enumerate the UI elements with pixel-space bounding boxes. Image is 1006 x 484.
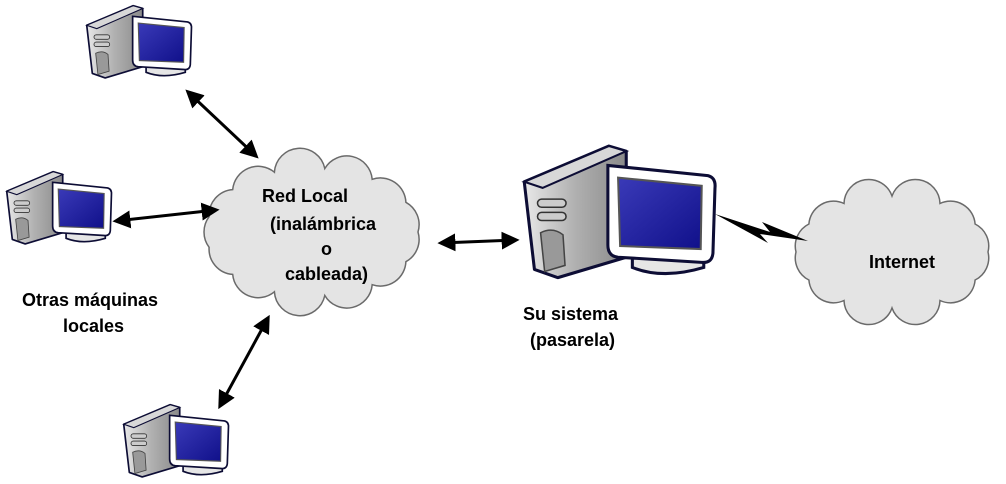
arrow-bottom-computer (218, 314, 270, 410)
local-label-line-3: o (321, 239, 332, 259)
internet-cloud (794, 178, 990, 326)
arrow-gateway (437, 231, 520, 252)
local-computer-bottom-icon (122, 403, 230, 478)
local-computer-top-icon (85, 4, 193, 79)
internet-label: Internet (869, 252, 935, 272)
local-network-label: Red Local (inalámbrica o cableada) (262, 186, 377, 284)
local-label-line-4: cableada) (285, 264, 368, 284)
others-label-line-2: locales (63, 316, 124, 336)
others-label-line-1: Otras máquinas (22, 290, 158, 310)
arrow-top-computer (185, 89, 259, 159)
lightning-bolt-icon (715, 214, 808, 243)
local-label-line-1: Red Local (262, 186, 348, 206)
gateway-label-line-1: Su sistema (523, 304, 619, 324)
gateway-computer-icon (522, 144, 717, 280)
local-network-cloud (203, 147, 420, 317)
local-computer-left-icon (5, 170, 113, 245)
arrow-left-computer (112, 202, 220, 229)
local-label-line-2: (inalámbrica (270, 214, 377, 234)
gateway-label-line-2: (pasarela) (530, 330, 615, 350)
